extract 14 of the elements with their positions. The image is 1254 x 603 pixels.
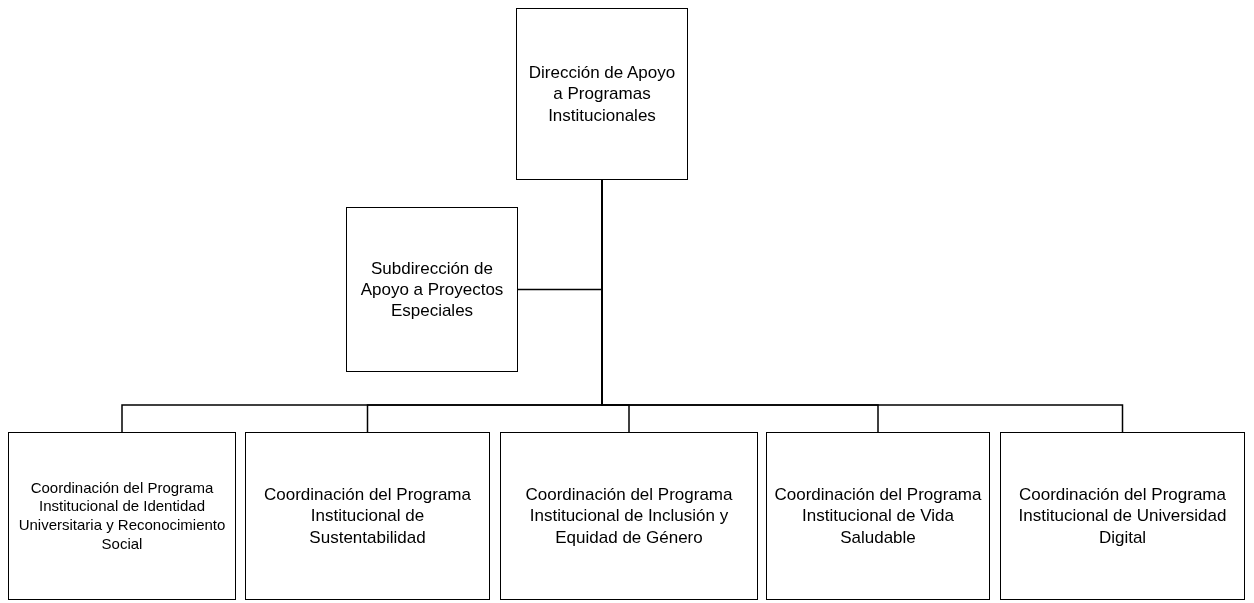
org-box bbox=[245, 432, 490, 600]
org-box bbox=[766, 432, 990, 600]
org-box bbox=[346, 207, 518, 372]
unit-name: Coordinación del Programa Institucional de Identidad Universitaria y Reconocimiento Social bbox=[17, 478, 227, 554]
org-box bbox=[8, 432, 236, 600]
unit-name: Coordinación del Programa Institucional de Sustentabilidad bbox=[263, 484, 472, 548]
unit-name: Subdirección de Apoyo a Proyectos Especiales bbox=[359, 257, 505, 322]
unit-name: Dirección de Apoyo a Programas Institucionales bbox=[527, 62, 677, 126]
unit-name: Coordinación del Programa Institucional de Vida Saludable bbox=[773, 484, 983, 548]
org-box bbox=[516, 8, 688, 180]
org-box bbox=[500, 432, 758, 600]
unit-name: Coordinación del Programa Institucional de Inclusión y Equidad de Género bbox=[524, 484, 734, 548]
unit-name: Coordinación del Programa Institucional de Universidad Digital bbox=[1017, 484, 1228, 548]
org-box bbox=[1000, 432, 1245, 600]
